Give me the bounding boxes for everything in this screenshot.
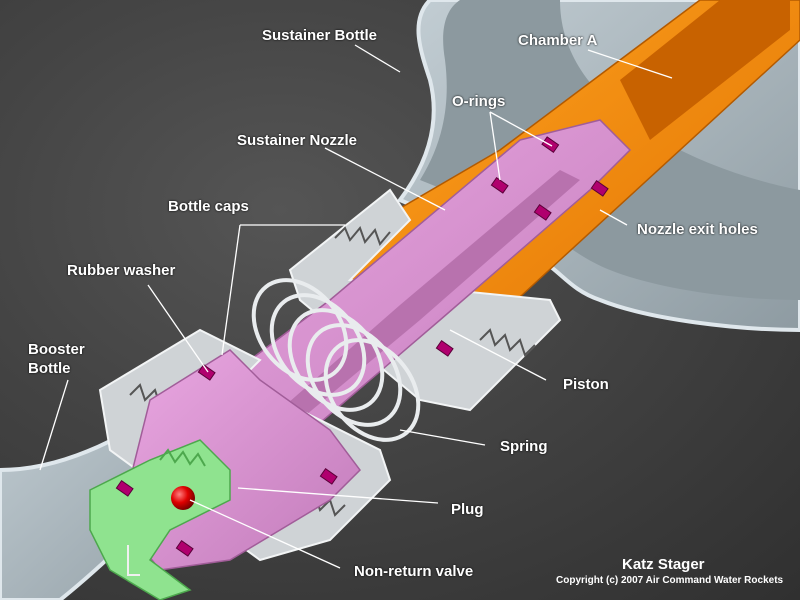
credit-author: Katz Stager (622, 556, 705, 573)
spring-coils (251, 278, 421, 442)
label-booster-bottle-line2: Bottle (28, 360, 71, 377)
label-non-return-valve: Non-return valve (354, 563, 474, 580)
valve-ball (171, 486, 195, 510)
credit-copyright: Copyright (c) 2007 Air Command Water Roc… (556, 575, 784, 586)
label-o-rings: O-rings (452, 93, 506, 110)
label-piston: Piston (563, 376, 609, 393)
upper-cap-threads-2 (479, 328, 536, 357)
label-chamber-a: Chamber A (518, 32, 598, 49)
plug-passage (127, 545, 140, 576)
piston-channel (280, 170, 580, 420)
plug-shape (89, 439, 231, 600)
label-sustainer-bottle: Sustainer Bottle (262, 27, 378, 44)
label-booster-bottle-line1: Booster (28, 341, 85, 358)
label-plug: Plug (451, 501, 484, 518)
label-sustainer-nozzle: Sustainer Nozzle (237, 132, 358, 149)
label-nozzle-exit-holes: Nozzle exit holes (637, 221, 758, 238)
label-bottle-caps: Bottle caps (168, 198, 249, 215)
label-rubber-washer: Rubber washer (67, 262, 176, 279)
leader-lines (39, 44, 673, 569)
chamber-a-interior (620, 0, 790, 140)
upper-cap-threads (334, 226, 391, 246)
label-spring: Spring (500, 438, 548, 455)
plug-threads (159, 448, 206, 467)
